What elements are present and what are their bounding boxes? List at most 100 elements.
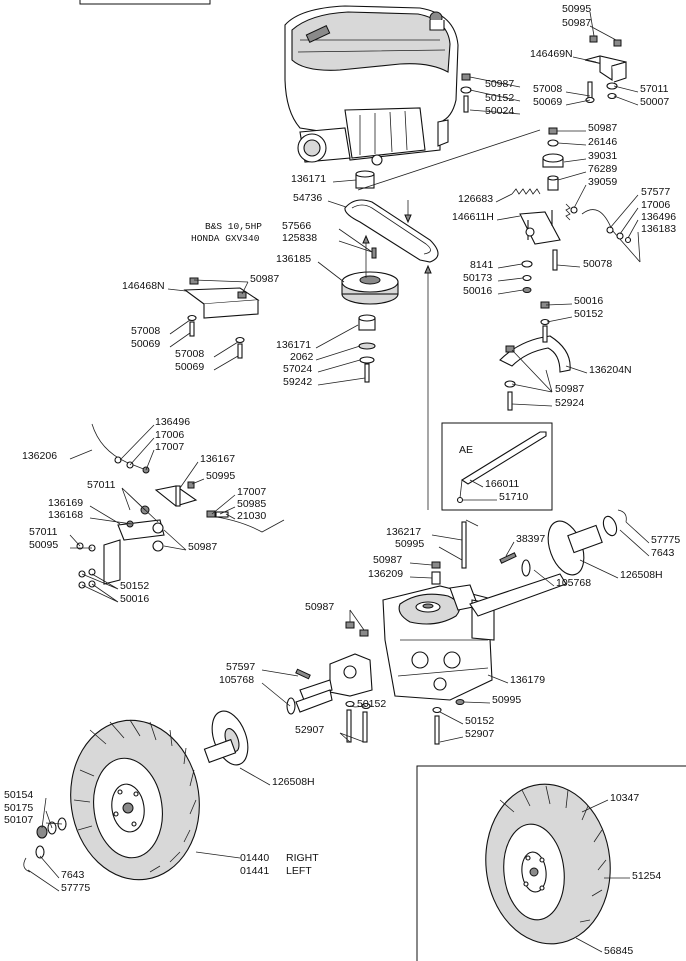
part-label-l-50152-b: 50152	[574, 308, 603, 320]
part-label-l-50173: 50173	[463, 272, 492, 284]
part-label-l-50069-a: 50069	[533, 96, 562, 108]
part-label-l-52924: 52924	[555, 397, 584, 409]
part-label-l-7643-b: 7643	[61, 869, 85, 881]
part-label-l-10347: 10347	[610, 792, 639, 804]
part-label-l-136171-a: 136171	[291, 173, 326, 185]
wheel-code-right: 01440	[240, 852, 269, 864]
part-label-l-50016-b: 50016	[574, 295, 603, 307]
part-label-l-50987-c: 50987	[588, 122, 617, 134]
bracket-146468N	[183, 277, 260, 359]
part-label-l-50987-a: 50987	[562, 17, 591, 29]
part-label-l-50016-a: 50016	[463, 285, 492, 297]
part-label-l-50995-c: 50995	[395, 538, 424, 550]
part-label-l-52907-b: 52907	[465, 728, 494, 740]
part-label-l-50152-a: 50152	[485, 92, 514, 104]
part-label-l-51254: 51254	[632, 870, 661, 882]
part-label-l-50987-b: 50987	[485, 78, 514, 90]
part-label-l-136167: 136167	[200, 453, 235, 465]
part-label-l-57024: 57024	[283, 363, 312, 375]
part-label-l-125838: 125838	[282, 232, 317, 244]
drive-belt-54736	[344, 199, 439, 263]
part-label-l-57008-a: 57008	[533, 83, 562, 95]
part-label-l-126508H-a: 126508H	[620, 569, 663, 581]
part-label-l-136171-b: 136171	[276, 339, 311, 351]
part-label-l-17006-a: 17006	[641, 199, 670, 211]
part-label-l-39031: 39031	[588, 150, 617, 162]
part-label-l-50016-c: 50016	[120, 593, 149, 605]
part-label-l-146469N: 146469N	[530, 48, 573, 60]
transaxle-136179	[299, 573, 567, 701]
idler-pulley	[542, 127, 564, 191]
wheel-left	[23, 719, 200, 881]
part-number-labels: 5099550987146469N50987501525002457008500…	[4, 3, 680, 957]
part-label-l-17006-b: 17006	[155, 429, 184, 441]
part-label-l-136183: 136183	[641, 223, 676, 235]
part-label-l-50995-b: 50995	[206, 470, 235, 482]
part-label-l-57775-a: 57775	[651, 534, 680, 546]
part-label-l-146611H: 146611H	[452, 211, 494, 223]
part-label-l-51710: 51710	[499, 491, 528, 503]
bracket-146469N	[584, 35, 627, 104]
idler-arm-146611H	[519, 210, 561, 293]
reference-arrows	[357, 129, 541, 510]
part-label-l-136168: 136168	[48, 509, 83, 521]
part-label-l-136185: 136185	[276, 253, 311, 265]
part-label-l-26146: 26146	[588, 136, 617, 148]
bolt-stack-50024	[460, 73, 472, 113]
linkage-assembly	[76, 423, 285, 589]
leader-lines	[27, 11, 650, 892]
spring-126683	[511, 188, 541, 195]
part-label-l-50175: 50175	[4, 802, 33, 814]
ae-box	[441, 422, 553, 511]
part-label-l-136496-b: 136496	[155, 416, 190, 428]
part-label-l-57566: 57566	[282, 220, 311, 232]
part-label-l-57008-c: 57008	[175, 348, 204, 360]
part-label-l-50152-e: 50152	[465, 715, 494, 727]
part-label-l-57011-a: 57011	[640, 83, 669, 95]
part-label-l-50987-e: 50987	[555, 383, 584, 395]
part-label-l-57775-b: 57775	[61, 882, 90, 894]
part-label-l-50995-a: 50995	[562, 3, 591, 15]
part-label-l-50987-h: 50987	[305, 601, 334, 613]
part-label-l-126683: 126683	[458, 193, 493, 205]
part-label-l-52907-a: 52907	[295, 724, 324, 736]
part-label-l-50078: 50078	[583, 258, 612, 270]
part-label-l-7643-a: 7643	[651, 547, 675, 559]
part-label-l-105768-a: 105768	[556, 577, 591, 589]
engine	[284, 5, 459, 166]
part-label-l-8141: 8141	[470, 259, 494, 271]
part-label-l-50007: 50007	[640, 96, 669, 108]
part-label-l-57011-c: 57011	[29, 526, 58, 538]
part-label-l-2062: 2062	[290, 351, 314, 363]
part-label-l-50987-d: 50987	[250, 273, 279, 285]
part-label-l-56845: 56845	[604, 945, 633, 957]
engine-note-n-bs: B&S 10,5HP	[205, 221, 262, 232]
part-label-l-54736: 54736	[293, 192, 322, 204]
part-label-l-57577: 57577	[641, 186, 670, 198]
wheel-side-right: RIGHT	[286, 852, 319, 864]
part-label-l-105768-b: 105768	[219, 674, 254, 686]
part-label-l-136169: 136169	[48, 497, 83, 509]
wheel-code-left: 01441	[240, 865, 269, 877]
axle-hubs	[203, 509, 627, 766]
part-label-l-50152-c: 50152	[120, 580, 149, 592]
part-label-l-50107: 50107	[4, 814, 33, 826]
engine-pulley-136185	[341, 271, 399, 305]
part-label-l-57597: 57597	[226, 661, 255, 673]
part-label-l-17007-a: 17007	[155, 441, 184, 453]
part-label-l-136496-a: 136496	[641, 211, 676, 223]
engine-note-n-honda: HONDA GXV340	[191, 233, 260, 244]
part-label-l-136204N: 136204N	[589, 364, 632, 376]
part-label-l-AE: AE	[459, 444, 473, 456]
part-label-l-136206: 136206	[22, 450, 57, 462]
part-label-l-57008-b: 57008	[131, 325, 160, 337]
part-label-l-50069-c: 50069	[175, 361, 204, 373]
title-box-fragment	[79, 0, 211, 5]
part-label-l-50154: 50154	[4, 789, 33, 801]
bearing-136171	[355, 170, 375, 189]
bearing-stack	[358, 314, 376, 383]
wheel-side-left: LEFT	[286, 865, 312, 877]
part-label-l-50987-f: 50987	[188, 541, 217, 553]
part-label-l-50024: 50024	[485, 105, 514, 117]
